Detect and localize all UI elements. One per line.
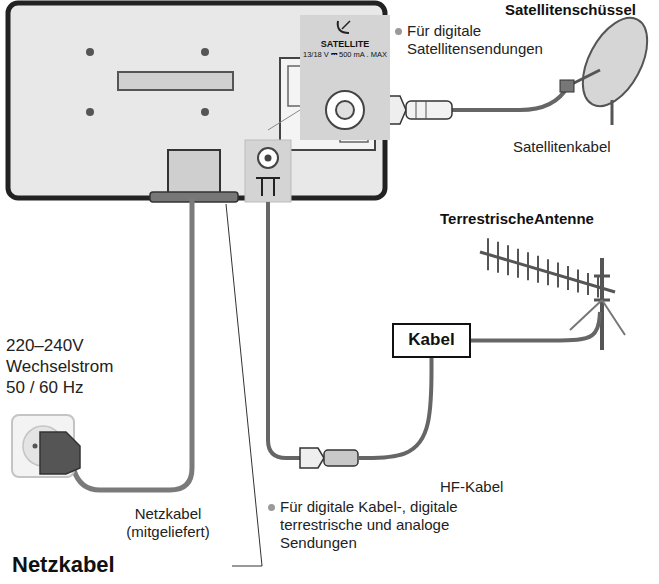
illustration-part [570,7,659,116]
antenna-cable [471,312,600,341]
illustration-part [324,450,358,466]
illustration-part [611,100,614,125]
illustration-part [74,198,192,490]
illustration-part [517,249,519,278]
illustration-part [33,444,38,449]
note-label: Für digitale Kabel-, digitale terrestris… [268,498,518,552]
node-text: SATELLITE [303,39,387,50]
illustration-part [547,259,549,285]
satellite-dish [452,7,659,125]
illustration-part [567,266,569,290]
note-label: Für digitale Satellitensendungen [395,22,572,58]
power-label: 220–240V Wechselstrom 50 / 60 Hz [6,335,128,398]
illustration-part [507,245,509,275]
illustration-part [587,273,589,295]
illustration-part [86,108,94,116]
illustration-part [406,101,452,119]
cable-label: Netzkabel (mitgeliefert) [112,505,224,541]
hf-cable [268,202,358,468]
illustration-part [480,252,615,292]
illustration-part [201,108,209,116]
illustration-part [168,150,220,198]
illustration-part [527,252,529,280]
illustration-part [452,86,568,110]
illustration-part [594,276,610,300]
illustration-part [300,448,324,468]
illustration-part [338,21,349,33]
illustration-part [557,263,559,288]
illustration-part [497,242,499,273]
node-text: 13/18 V ⎓ 500 mA . MAX [303,50,387,59]
illustration-part [597,276,599,297]
illustration-part [560,80,574,92]
illustration-part [245,140,291,202]
illustration-part [258,148,278,168]
illustration-part [537,256,539,283]
illustration-part [487,238,489,270]
illustration-part [416,101,417,119]
illustration-part [268,110,300,130]
terrestrial-antenna [480,238,625,350]
illustration-part [256,178,280,196]
illustration-part [201,48,209,56]
illustration-part [342,21,350,29]
illustration-part [118,72,233,90]
cable-label: Satellitenkabel [513,138,611,156]
illustration-part [336,101,354,119]
illustration-part [577,270,579,293]
leader-line [226,204,262,566]
illustration-part [86,48,94,56]
satellite-socket-panel: SATELLITE13/18 V ⎓ 500 mA . MAX [300,15,390,140]
cable-label: HF-Kabel [440,478,503,496]
kabel-box: Kabel [392,323,471,358]
heading-label: Satellitenschüssel [505,1,636,19]
illustration-part [265,155,272,162]
title-label: Netzkabel [12,552,115,578]
hf-cable [358,358,432,458]
illustration-part [40,432,80,474]
illustration-part [268,202,300,458]
antenna-socket-inset [245,110,300,202]
illustration-part [426,101,427,119]
node-text: Kabel [408,330,455,350]
socket-graphic [300,15,390,140]
illustration-part [600,258,604,350]
illustration-part [326,91,364,129]
heading-label: TerrestrischeAntenne [440,210,594,228]
